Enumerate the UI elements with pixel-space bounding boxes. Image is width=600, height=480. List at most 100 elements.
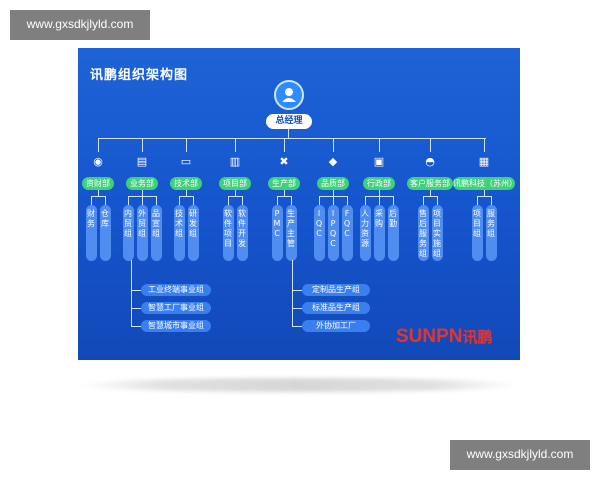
document-icon: ▤ [136,155,148,168]
business-unit-1: 工业终端事业组 [141,284,211,296]
sub-connector [333,190,334,196]
sub-unit: 服务组 [485,205,497,261]
building-icon: ▦ [478,155,490,168]
sub-unit: 采购 [373,205,385,261]
sub-tick [105,196,106,205]
production-branch [292,290,302,291]
watermark-top: www.gxsdkjlyld.com [10,10,150,40]
cube-icon: ◆ [328,155,338,168]
dept-label: 资财部 [82,177,114,190]
dept-connector [430,138,431,152]
sub-tick [142,196,143,205]
person-icon [274,80,304,110]
sub-bus-line [277,196,291,197]
dept-connector [379,138,380,152]
sub-tick [477,196,478,205]
sub-connector [142,190,143,196]
sub-unit: 财务 [85,205,97,261]
chart-title: 讯鹏组织架构图 [90,68,189,83]
sub-connector [430,190,431,196]
production-branch [292,326,302,327]
money-bag-icon: ◉ [93,155,103,168]
production-group-1: 定制品生产组 [302,284,370,296]
business-unit-2: 智慧工厂事业组 [141,302,211,314]
sub-bus-line [91,196,105,197]
production-branch [292,308,302,309]
sub-tick [365,196,366,205]
sub-tick [91,196,92,205]
sub-tick [277,196,278,205]
sub-unit: 人力资源 [359,205,371,261]
dept-connector [235,138,236,152]
sub-unit: 研发组 [187,205,199,261]
production-group-2: 标准品生产组 [302,302,370,314]
sub-unit: 外贸组 [136,205,148,261]
sub-unit: 项目组 [471,205,483,261]
sub-tick [437,196,438,205]
card-shadow [78,378,520,392]
dept-label: 生产部 [268,177,300,190]
sub-unit: 软件项目 [222,205,234,261]
dept-label: 客户服务部 [407,177,453,190]
sub-tick [179,196,180,205]
business-branch [131,308,141,309]
dept-label: 技术部 [170,177,202,190]
dept-label: 行政部 [363,177,395,190]
sub-tick [491,196,492,205]
sub-unit: 软件开发 [236,205,248,261]
sub-tick [193,196,194,205]
sub-tick [291,196,292,205]
sub-unit: 技术组 [173,205,185,261]
production-group-3: 外协加工厂 [302,320,370,332]
business-unit-3: 智慧城市事业组 [141,320,211,332]
dept-label: 讯鹏科技（苏州） [453,177,517,190]
sub-tick [242,196,243,205]
monitor-icon: ▭ [180,155,192,168]
dept-connector [98,138,99,152]
dept-label: 项目部 [219,177,251,190]
sub-connector [98,190,99,196]
sub-tick [228,196,229,205]
sub-connector [235,190,236,196]
sub-tick [423,196,424,205]
sub-tick [379,196,380,205]
sub-tick [156,196,157,205]
sub-unit: 仓库 [99,205,111,261]
sub-tick [333,196,334,205]
business-branch [131,290,141,291]
dept-connector [142,138,143,152]
dept-label: 品质部 [317,177,349,190]
org-chart-card: 讯鹏组织架构图 总经理 ◉ 资财部财务仓库 ▤ 业务部内贸组外贸组品宣组 ▭ 技术部技术组… [78,48,520,360]
sub-unit: 项目实施组 [431,205,443,261]
tools-icon: ✖ [279,155,289,168]
sub-tick [128,196,129,205]
sub-bus-line [423,196,437,197]
sub-connector [284,190,285,196]
sub-unit: 后勤 [387,205,399,261]
dept-connector [186,138,187,152]
dept-bus-line [98,138,486,139]
dept-label: 业务部 [126,177,158,190]
sub-unit: 品宣组 [150,205,162,261]
sub-connector [186,190,187,196]
sunpn-logo: SUNPN讯鹏 [396,326,493,347]
sub-bus-line [228,196,242,197]
business-spine [131,260,132,327]
dept-connector [333,138,334,152]
sub-connector [484,190,485,196]
sub-unit: 内贸组 [122,205,134,261]
dept-connector [284,138,285,152]
sub-tick [347,196,348,205]
sub-connector [379,190,380,196]
board-icon: ▣ [373,155,385,168]
business-branch [131,326,141,327]
dept-connector [484,138,485,152]
root-node-label: 总经理 [266,114,312,129]
sub-bus-line [179,196,193,197]
sub-tick [319,196,320,205]
production-spine [292,260,293,327]
root-connector [288,129,289,138]
